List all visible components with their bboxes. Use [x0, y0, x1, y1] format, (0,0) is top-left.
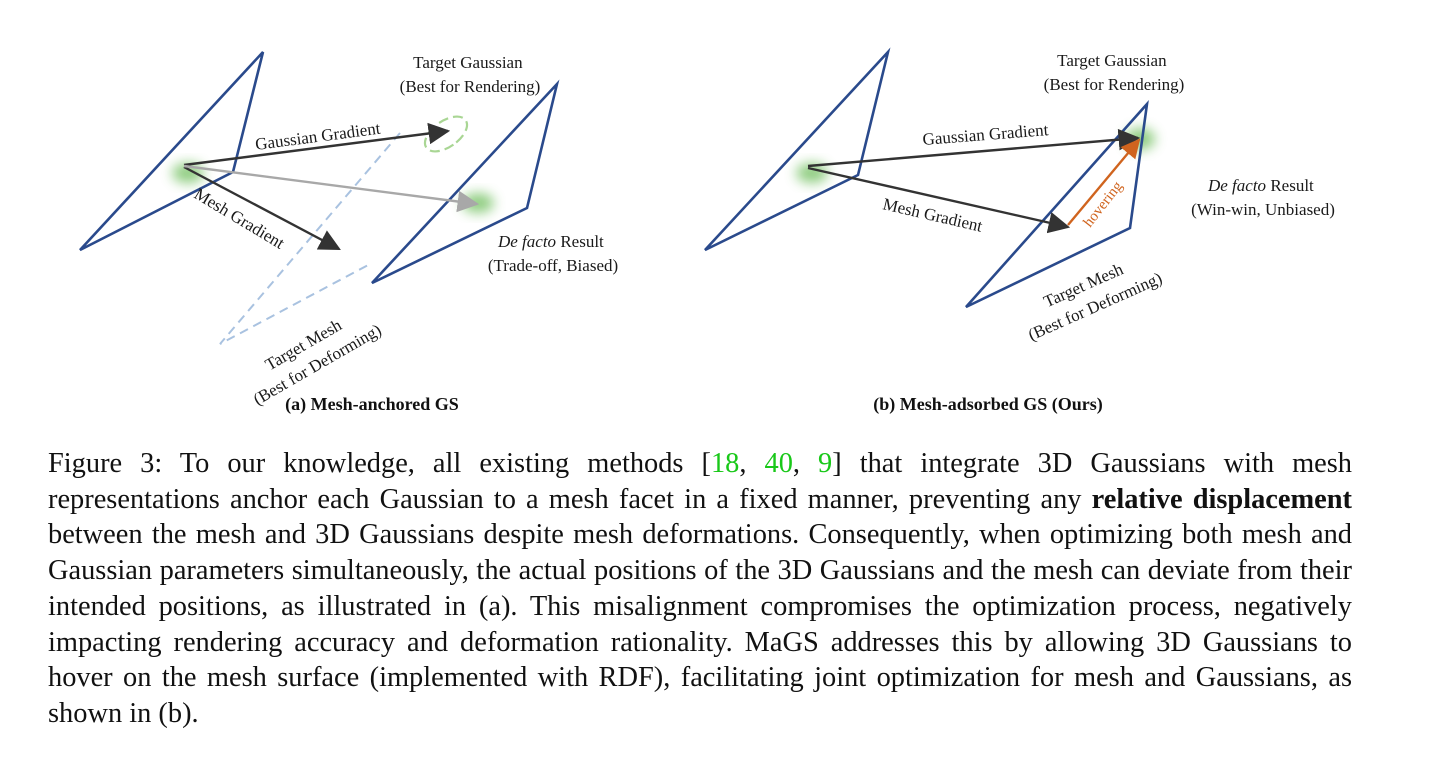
- target-mesh-dashed: [219, 132, 401, 345]
- caption-sep-1: ,: [739, 448, 765, 479]
- mesh-gradient-arrow: [183, 165, 341, 251]
- figure-caption: Figure 3: To our knowledge, all existing…: [48, 446, 1352, 732]
- figure-diagram: Target Gaussian (Best for Rendering) Gau…: [79, 47, 1335, 415]
- caption-text-2: ] that integrate 3D Gaussians with mesh …: [48, 448, 1353, 515]
- gaussian-gradient-arrow: [183, 122, 451, 167]
- caption-sep-2: ,: [792, 448, 819, 479]
- hovering-label: hovering: [1081, 178, 1127, 230]
- subtitle-b: (b) Mesh-adsorbed GS (Ours): [873, 394, 1103, 415]
- panel-b: Target Gaussian (Best for Rendering) Gau…: [704, 47, 1335, 415]
- target-gaussian-label-a: Target Gaussian (Best for Rendering): [400, 53, 541, 96]
- svg-text:Target Mesh (Best for: Target Mesh (Best for Deforming): [1015, 246, 1164, 344]
- defacto-label-a: De facto Result (Trade-off, Biased): [488, 232, 618, 275]
- gaussian-blob-source-b: [796, 163, 828, 183]
- defacto-result-arrow: [183, 164, 480, 213]
- source-mesh-facet-b: [704, 47, 891, 252]
- target-gaussian-label-b: Target Gaussian (Best for Rendering): [1044, 51, 1185, 94]
- caption-text-3: between the mesh and 3D Gaussians despit…: [48, 519, 1352, 729]
- target-mesh-label-b: Target Mesh (Best for Deforming): [1015, 246, 1165, 344]
- source-mesh-facet: [79, 51, 265, 252]
- panel-a: Target Gaussian (Best for Rendering) Gau…: [79, 51, 618, 415]
- citation-link-18[interactable]: 18: [710, 448, 740, 479]
- gaussian-gradient-label-b: Gaussian Gradient: [922, 120, 1049, 149]
- caption-bold-phrase: relative displacement: [1091, 483, 1353, 515]
- mesh-gradient-label-a: Mesh Gradient: [191, 184, 288, 253]
- gaussian-gradient-arrow-b: [807, 128, 1141, 168]
- mesh-gradient-arrow-b: [807, 166, 1071, 234]
- svg-text:Target Mesh (Best for: Target Mesh (Best for Deforming): [238, 299, 385, 408]
- citation-link-40[interactable]: 40: [764, 448, 793, 479]
- caption-text-1: Figure 3: To our knowledge, all existing…: [48, 448, 711, 479]
- citation-link-9[interactable]: 9: [818, 448, 833, 479]
- hovering-arrow: [1067, 138, 1141, 226]
- subtitle-a: (a) Mesh-anchored GS: [285, 394, 459, 415]
- target-mesh-facet-b: [965, 99, 1149, 309]
- target-gaussian-ellipse: [423, 115, 469, 153]
- target-mesh-label-a: Target Mesh (Best for Deforming): [238, 299, 385, 409]
- defacto-mesh-facet: [371, 79, 560, 285]
- mesh-gradient-label-b: Mesh Gradient: [881, 194, 984, 235]
- defacto-label-b: De facto Result (Win-win, Unbiased): [1191, 176, 1335, 219]
